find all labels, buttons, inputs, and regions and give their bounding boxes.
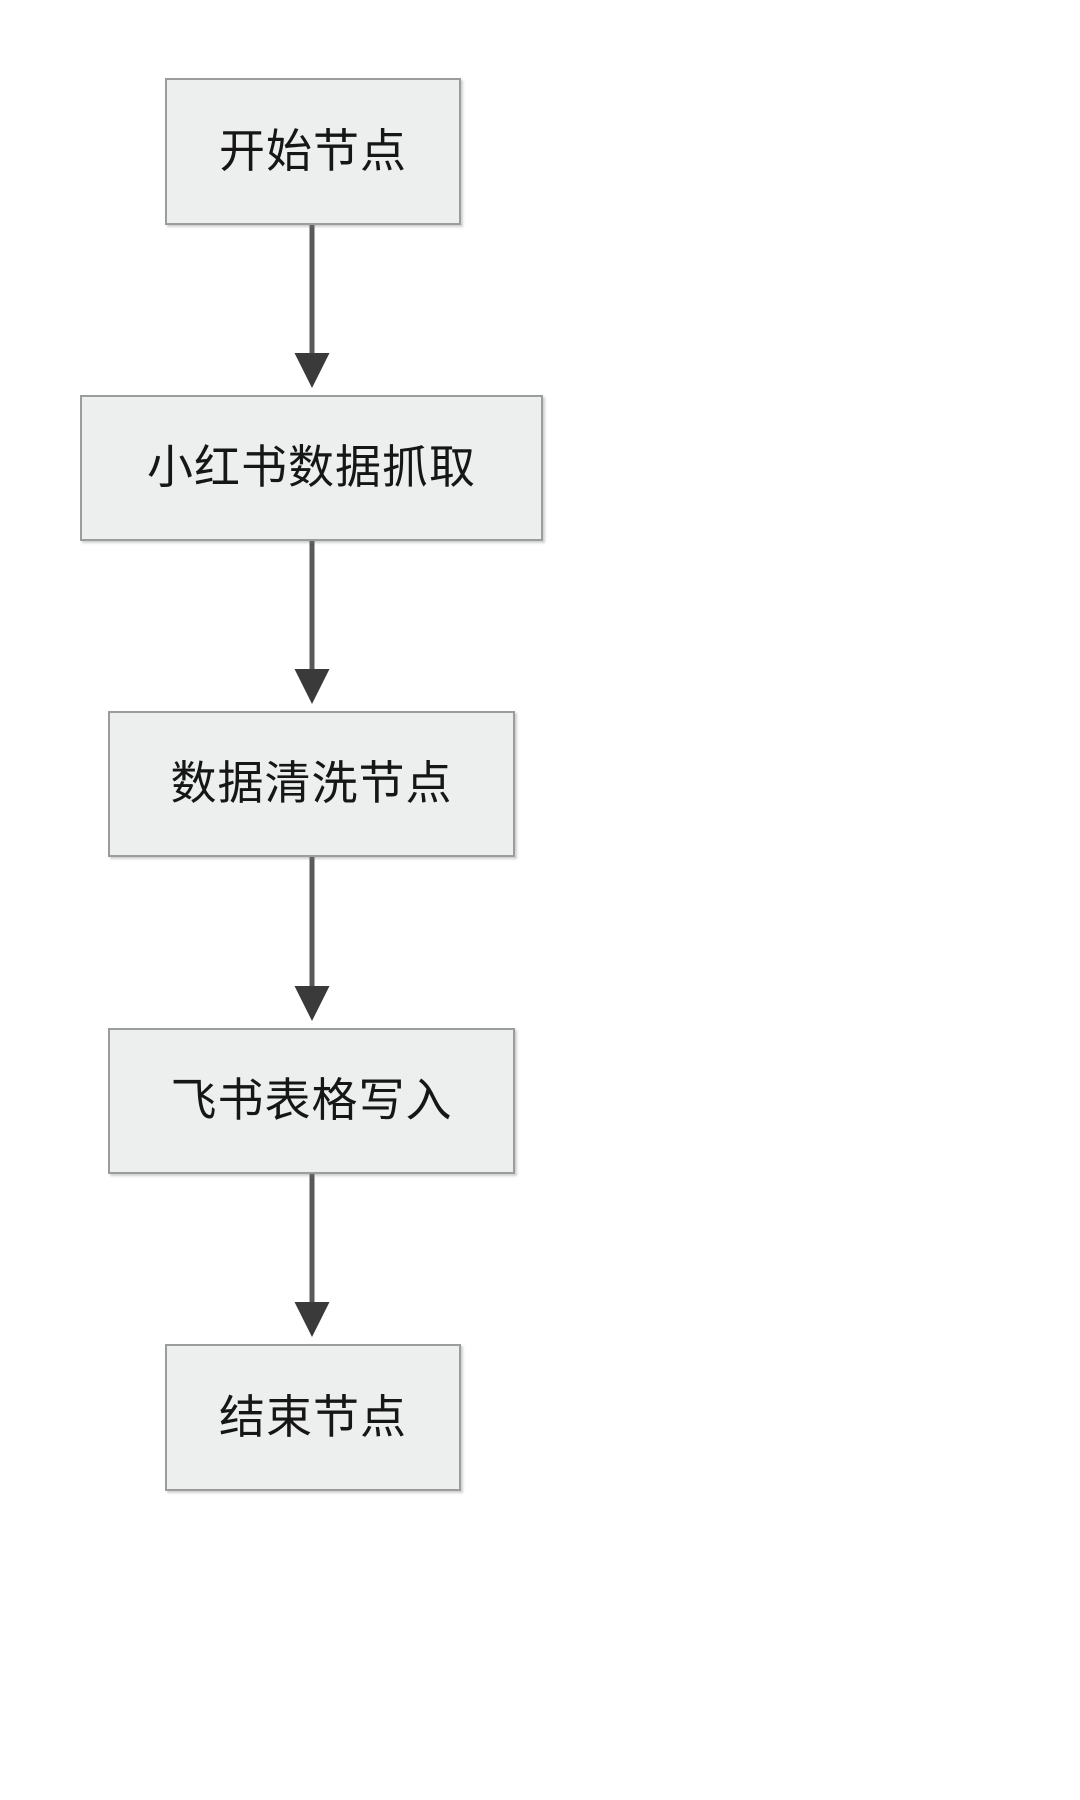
node-xiaohongshu-data-scrape[interactable]: 小红书数据抓取 (80, 395, 543, 541)
node-end[interactable]: 结束节点 (165, 1344, 461, 1491)
node-feishu-sheet-write[interactable]: 飞书表格写入 (108, 1028, 515, 1174)
node-data-clean-label: 数据清洗节点 (170, 757, 453, 809)
node-start-label: 开始节点 (219, 124, 407, 177)
node-data-clean[interactable]: 数据清洗节点 (108, 711, 515, 857)
node-end-label: 结束节点 (219, 1390, 407, 1443)
node-xiaohongshu-data-scrape-label: 小红书数据抓取 (147, 441, 476, 493)
node-feishu-sheet-write-label: 飞书表格写入 (170, 1074, 453, 1126)
node-start[interactable]: 开始节点 (165, 78, 461, 225)
